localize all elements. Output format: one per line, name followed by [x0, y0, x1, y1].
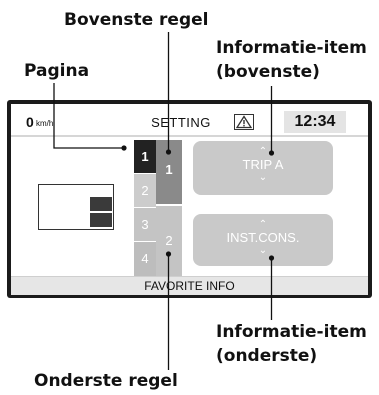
page-3[interactable]: 3 — [134, 208, 156, 242]
callout-info-top-line1: Informatie-item — [216, 38, 367, 58]
leader-page-dot — [121, 145, 127, 151]
warning-icon — [234, 114, 254, 130]
callout-info-bottom-line1: Informatie-item — [216, 322, 367, 342]
leader-page — [53, 83, 124, 149]
thumbnail-block-bottom — [90, 213, 112, 227]
clock: 12:34 — [284, 111, 346, 133]
callout-info-top-line2: (bovenste) — [216, 62, 320, 82]
leader-info-top-dot — [268, 150, 275, 156]
speed-unit: km/h — [36, 119, 54, 128]
info-top-label: TRIP A — [242, 157, 284, 172]
thumbnail-block-top — [90, 197, 112, 211]
callout-bottom-row: Onderste regel — [34, 371, 178, 391]
info-top-chevron-down-icon: ⌄ — [258, 172, 268, 183]
info-bottom-chevron-up-icon: ⌃ — [258, 219, 268, 230]
page-1[interactable]: 1 — [134, 140, 156, 174]
layout-thumbnail — [38, 184, 114, 230]
leader-info-bottom-dot — [268, 255, 275, 261]
leader-bottom-row-dot — [165, 251, 172, 257]
callout-info-bottom-line2: (onderste) — [216, 346, 318, 366]
callout-page: Pagina — [24, 61, 90, 81]
screen-footer: FAVORITE INFO — [11, 276, 368, 295]
leader-top-row-dot — [165, 149, 172, 155]
page-4[interactable]: 4 — [134, 242, 156, 276]
info-bottom-label: INST.CONS. — [226, 230, 300, 245]
screen-title: SETTING — [151, 115, 211, 130]
page-column: 1 2 3 4 — [134, 140, 156, 276]
info-item-bottom[interactable]: ⌃ INST.CONS. ⌄ — [193, 214, 333, 266]
header-divider — [11, 135, 368, 137]
info-bottom-chevron-down-icon: ⌄ — [258, 245, 268, 256]
info-top-chevron-up-icon: ⌃ — [258, 146, 268, 157]
speed-value: 0 — [26, 114, 34, 130]
page-2[interactable]: 2 — [134, 174, 156, 208]
callout-top-row: Bovenste regel — [64, 10, 209, 30]
info-item-top[interactable]: ⌃ TRIP A ⌄ — [193, 141, 333, 195]
